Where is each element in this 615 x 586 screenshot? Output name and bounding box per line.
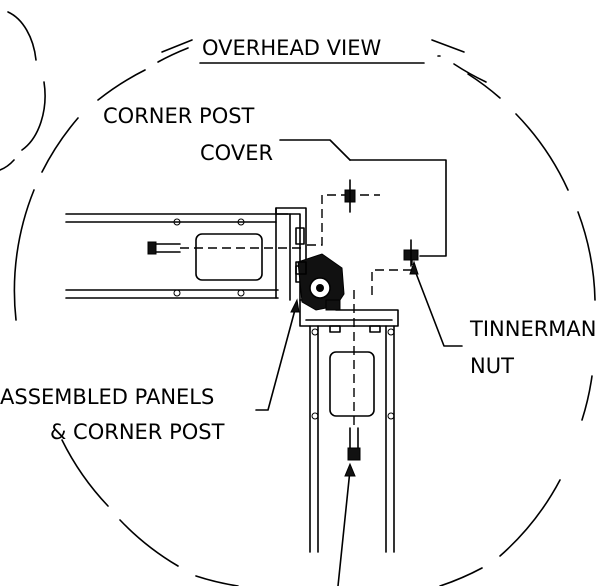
tinnerman-label-line1: TINNERMAN — [469, 317, 597, 341]
horizontal-panel — [65, 213, 289, 299]
corner-post-cover-label-line1: CORNER POST — [103, 104, 255, 128]
leader-corner-post-cover — [279, 139, 351, 161]
cover-screw-top — [344, 179, 356, 213]
corner-post-cover-label-line2: COVER — [200, 141, 273, 165]
horizontal-bolt — [147, 241, 304, 255]
title-arc-right — [431, 39, 465, 53]
detail-circle — [13, 47, 596, 586]
arrow-assembled — [290, 298, 300, 313]
assembled-label-line2: & CORNER POST — [50, 420, 225, 444]
partial-circle-top-left — [0, 11, 46, 171]
vertical-bolt — [347, 290, 361, 461]
arrow-bolt-bottom — [344, 462, 356, 477]
leader-tinnerman — [413, 267, 463, 347]
cover-hidden-line-right — [371, 256, 413, 300]
title-arc-left — [161, 39, 193, 53]
corner-post-cover-outline — [349, 159, 447, 257]
leader-assembled — [255, 305, 297, 411]
tinnerman-nut — [403, 239, 419, 267]
tinnerman-label-line2: NUT — [470, 354, 514, 378]
leader-bolt-bottom — [337, 469, 351, 586]
assembled-label-line1: ASSEMBLED PANELS — [0, 385, 214, 409]
cover-hidden-line-top — [304, 194, 350, 246]
title-label: OVERHEAD VIEW — [202, 36, 381, 60]
hinge-assembly — [295, 253, 345, 311]
vertical-panel — [309, 325, 395, 553]
arrow-tinnerman — [409, 260, 419, 275]
